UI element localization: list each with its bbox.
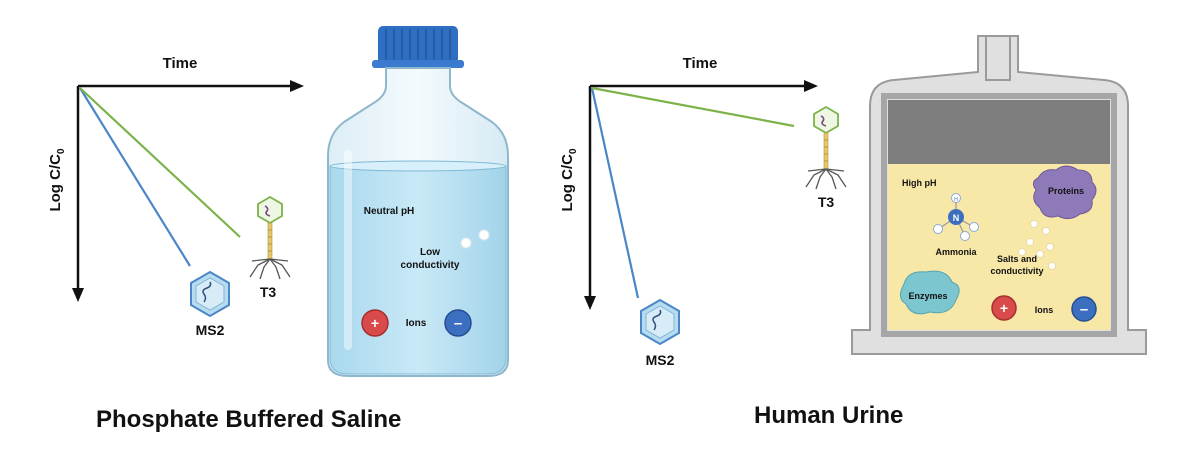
left-y-axis-subscript: 0	[56, 148, 67, 154]
urine-caption: Human Urine	[754, 402, 904, 429]
right-plus-ion	[991, 295, 1017, 321]
proteins-blob	[1032, 165, 1097, 220]
left-t3-label: T3	[260, 284, 277, 300]
left-minus-ion-symbol: –	[454, 315, 462, 332]
left-t3-decay-line	[79, 87, 241, 238]
high-ph-label: High pH	[902, 178, 937, 188]
neutral-ph-label: Neutral pH	[364, 206, 415, 217]
right-ms2-decay-line	[590, 87, 640, 299]
low-conductivity-label-line2: conductivity	[401, 260, 460, 271]
right-ions-label: Ions	[1035, 305, 1054, 315]
urine-tank: N H + –	[851, 35, 1147, 355]
svg-text:Log C/C0: Log C/C0	[47, 148, 67, 212]
left-ms2-decay-line	[79, 87, 191, 267]
left-axes	[72, 80, 304, 302]
left-x-axis-label: Time	[163, 55, 198, 72]
left-minus-ion	[444, 309, 472, 337]
enzymes-blob	[900, 270, 960, 315]
ammonia-h-atom: H	[954, 197, 958, 203]
low-conductivity-label-line1: Low	[420, 247, 440, 258]
ammonia-n-atom: N	[953, 213, 960, 223]
svg-text:Log C/C0: Log C/C0	[559, 148, 579, 212]
salts-label-line1: Salts and	[997, 254, 1037, 264]
enzymes-label: Enzymes	[908, 291, 947, 301]
left-plus-ion	[361, 309, 389, 337]
left-t3-phage-icon	[249, 195, 291, 280]
right-t3-decay-line	[591, 86, 795, 128]
right-t3-phage-icon	[805, 105, 847, 190]
right-minus-ion-symbol: –	[1080, 301, 1088, 318]
right-plus-ion-symbol: +	[1000, 300, 1008, 316]
right-minus-ion	[1071, 296, 1097, 322]
pbs-bottle: + –	[327, 26, 509, 377]
right-panel: Time Log C/C0 MS2 T3	[559, 35, 1147, 368]
salt-particles	[1018, 220, 1056, 270]
left-ms2-label: MS2	[196, 322, 225, 338]
left-ms2-phage-icon	[190, 270, 230, 318]
right-y-axis-label-group: Log C/C0	[559, 148, 579, 212]
ammonia-label: Ammonia	[935, 247, 977, 257]
right-y-axis-label: Log C/C	[559, 154, 576, 212]
proteins-label: Proteins	[1048, 186, 1084, 196]
right-ms2-phage-icon	[640, 298, 680, 346]
left-y-axis-label-group: Log C/C0	[47, 148, 67, 212]
right-ms2-label: MS2	[646, 352, 675, 368]
salts-label-line2: conductivity	[990, 266, 1043, 276]
left-ions-label: Ions	[406, 318, 427, 329]
left-y-axis-label: Log C/C	[47, 154, 64, 212]
right-x-axis-label: Time	[683, 55, 718, 72]
right-axes	[584, 80, 818, 310]
right-y-axis-subscript: 0	[568, 148, 579, 154]
left-plus-ion-symbol: +	[371, 315, 379, 331]
right-t3-label: T3	[818, 194, 835, 210]
pbs-caption: Phosphate Buffered Saline	[96, 406, 402, 433]
left-panel: Time Log C/C0 MS2	[47, 26, 509, 377]
ammonia-molecule: N H	[933, 193, 979, 241]
